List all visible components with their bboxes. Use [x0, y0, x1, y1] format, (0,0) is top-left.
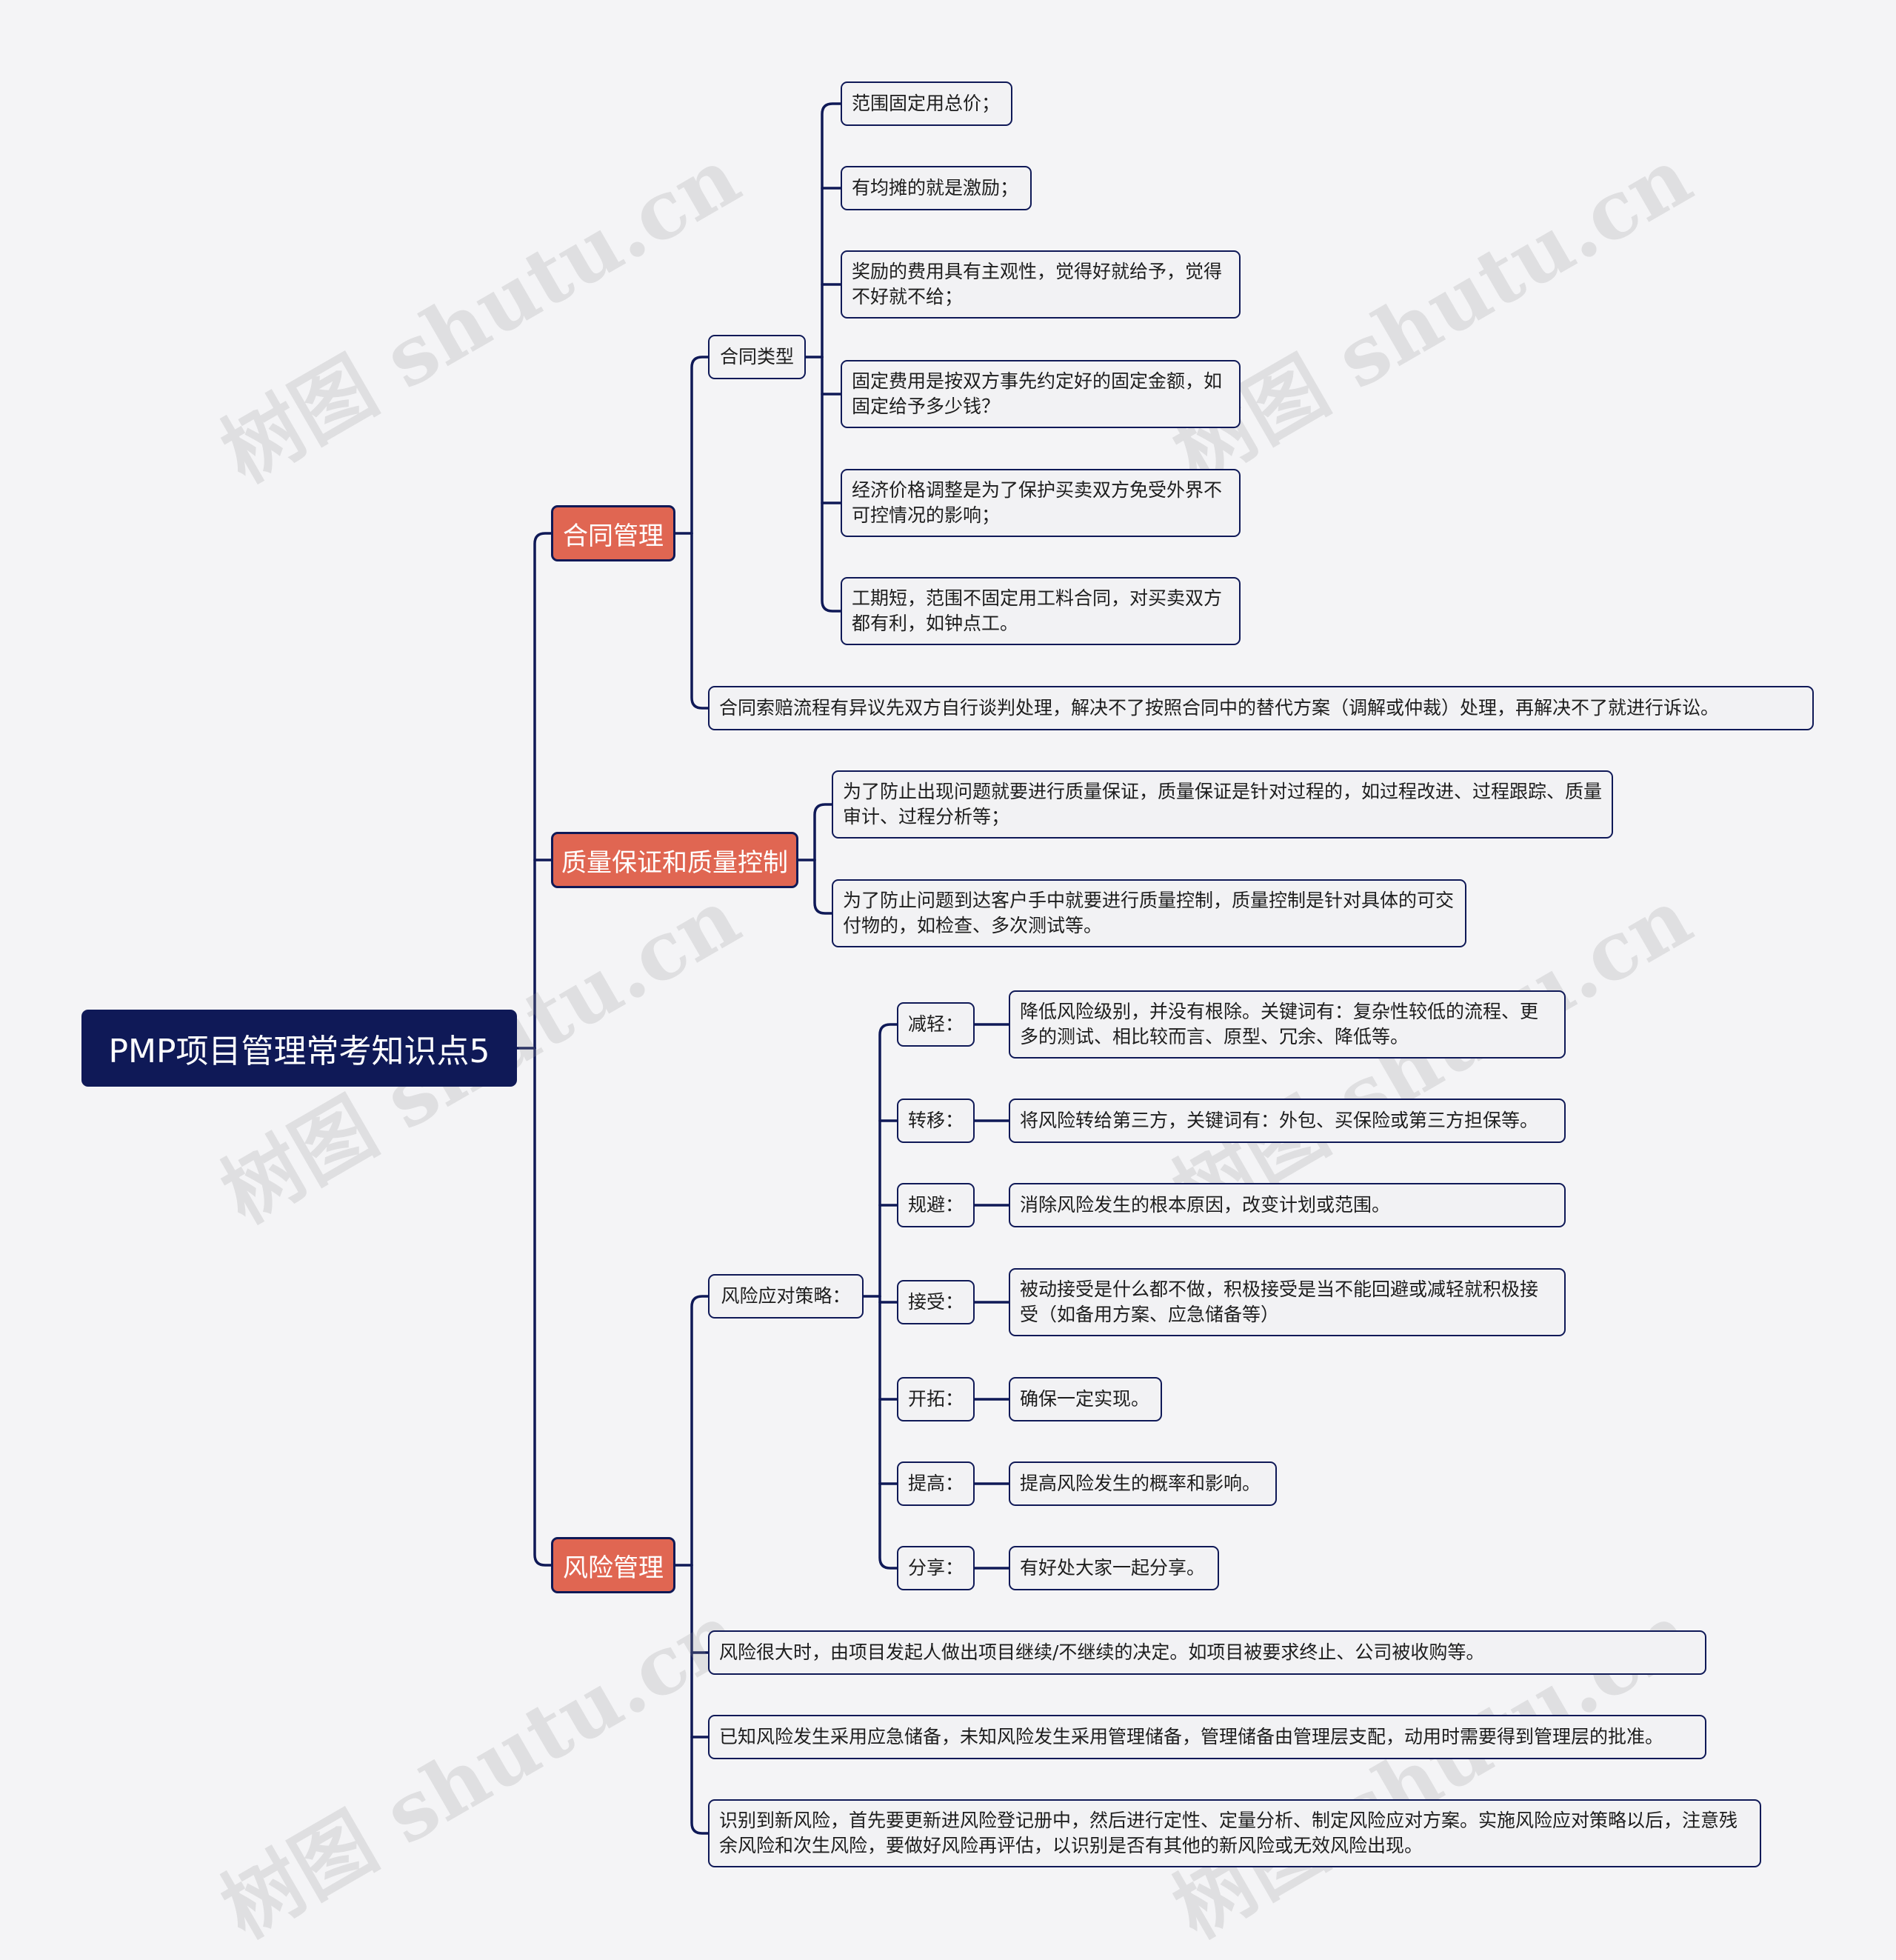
- quality-assurance-item[interactable]: 为了防止出现问题就要进行质量保证，质量保证是针对过程的，如过程改进、过程跟踪、质…: [832, 770, 1613, 839]
- contract-type-item[interactable]: 经济价格调整是为了保护买卖双方免受外界不可控情况的影响；: [841, 469, 1241, 537]
- strategy-enhance-label[interactable]: 提高：: [897, 1461, 975, 1506]
- strategy-enhance-desc[interactable]: 提高风险发生的概率和影响。: [1009, 1461, 1277, 1506]
- root-topic[interactable]: PMP项目管理常考知识点5: [81, 1010, 517, 1087]
- branch-risk-management[interactable]: 风险管理: [551, 1537, 675, 1593]
- strategy-exploit-label[interactable]: 开拓：: [897, 1377, 975, 1421]
- strategy-mitigate-desc[interactable]: 降低风险级别，并没有根除。关键词有：复杂性较低的流程、更多的测试、相比较而言、原…: [1009, 990, 1566, 1059]
- strategy-accept-desc[interactable]: 被动接受是什么都不做，积极接受是当不能回避或减轻就积极接受（如备用方案、应急储备…: [1009, 1268, 1566, 1336]
- quality-control-item[interactable]: 为了防止问题到达客户手中就要进行质量控制，质量控制是针对具体的可交付物的，如检查…: [832, 879, 1466, 947]
- contract-types-label[interactable]: 合同类型: [708, 335, 806, 379]
- contract-type-item[interactable]: 奖励的费用具有主观性，觉得好就给予，觉得不好就不给；: [841, 250, 1241, 319]
- contract-type-item[interactable]: 范围固定用总价；: [841, 81, 1012, 126]
- risk-strategy-label[interactable]: 风险应对策略：: [708, 1274, 864, 1319]
- strategy-mitigate-label[interactable]: 减轻：: [897, 1002, 975, 1047]
- contract-type-item[interactable]: 固定费用是按双方事先约定好的固定金额，如固定给予多少钱？: [841, 360, 1241, 428]
- strategy-share-desc[interactable]: 有好处大家一起分享。: [1009, 1546, 1219, 1590]
- contract-claim-process[interactable]: 合同索赔流程有异议先双方自行谈判处理，解决不了按照合同中的替代方案（调解或仲裁）…: [708, 686, 1814, 730]
- risk-note[interactable]: 识别到新风险，首先要更新进风险登记册中，然后进行定性、定量分析、制定风险应对方案…: [708, 1799, 1761, 1867]
- strategy-avoid-label[interactable]: 规避：: [897, 1183, 975, 1227]
- branch-contract-management[interactable]: 合同管理: [551, 505, 675, 561]
- contract-type-item[interactable]: 有均摊的就是激励；: [841, 166, 1032, 210]
- risk-note[interactable]: 风险很大时，由项目发起人做出项目继续/不继续的决定。如项目被要求终止、公司被收购…: [708, 1630, 1706, 1675]
- strategy-exploit-desc[interactable]: 确保一定实现。: [1009, 1377, 1162, 1421]
- contract-type-item[interactable]: 工期短，范围不固定用工料合同，对买卖双方都有利，如钟点工。: [841, 577, 1241, 645]
- strategy-transfer-desc[interactable]: 将风险转给第三方，关键词有：外包、买保险或第三方担保等。: [1009, 1099, 1566, 1143]
- risk-note[interactable]: 已知风险发生采用应急储备，未知风险发生采用管理储备，管理储备由管理层支配，动用时…: [708, 1715, 1706, 1759]
- strategy-transfer-label[interactable]: 转移：: [897, 1099, 975, 1143]
- strategy-share-label[interactable]: 分享：: [897, 1546, 975, 1590]
- strategy-accept-label[interactable]: 接受：: [897, 1280, 975, 1324]
- strategy-avoid-desc[interactable]: 消除风险发生的根本原因，改变计划或范围。: [1009, 1183, 1566, 1227]
- branch-quality-assurance-control[interactable]: 质量保证和质量控制: [551, 832, 798, 888]
